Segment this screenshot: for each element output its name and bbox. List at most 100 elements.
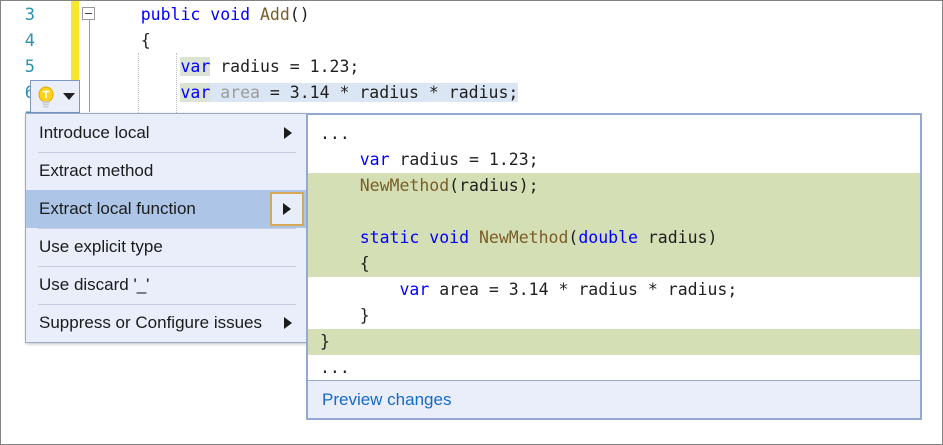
code-token: ...	[320, 358, 350, 377]
chevron-down-icon[interactable]	[63, 93, 75, 100]
preview-line-added: NewMethod(radius);	[308, 173, 920, 199]
code-line[interactable]: {	[101, 28, 151, 54]
menu-item-use-discard[interactable]: Use discard '_'	[26, 266, 306, 304]
chevron-right-icon	[284, 127, 292, 139]
outlining-vertical-line	[89, 17, 90, 112]
line-number: 5	[24, 57, 35, 77]
preview-code-area: ... var radius = 1.23; NewMethod(radius)…	[308, 115, 920, 384]
menu-separator	[38, 266, 296, 267]
menu-item-label: Extract local function	[39, 199, 196, 218]
preview-changes-link[interactable]: Preview changes	[322, 389, 452, 409]
preview-line-added: {	[308, 251, 920, 277]
code-token: radius	[667, 280, 728, 299]
chevron-right-icon	[283, 203, 291, 215]
code-token	[200, 5, 210, 24]
preview-line-added	[308, 199, 920, 225]
preview-line: var area = 3.14 * radius * radius;	[308, 277, 920, 303]
code-token: public	[140, 5, 201, 24]
line-number: 4	[24, 31, 35, 51]
code-token: =	[469, 150, 489, 169]
menu-separator	[38, 304, 296, 305]
code-token: 3.14	[289, 83, 330, 102]
line-number: 6	[1, 80, 35, 106]
code-token: (	[568, 228, 579, 247]
code-token: ;	[528, 150, 539, 169]
code-line[interactable]: public void Add()	[101, 2, 310, 28]
code-token	[210, 83, 221, 102]
chevron-right-icon	[284, 317, 292, 329]
code-token: void	[429, 228, 470, 247]
menu-item-introduce-local[interactable]: Introduce local	[26, 114, 306, 152]
code-token: );	[518, 176, 539, 195]
menu-item-extract-local-function[interactable]: Extract local function	[26, 190, 306, 228]
code-token: radius	[459, 176, 519, 195]
code-token: ;	[508, 83, 519, 102]
code-token: radius	[389, 150, 470, 169]
code-token: NewMethod	[478, 228, 569, 247]
code-token: *	[329, 83, 360, 102]
code-token: NewMethod	[359, 176, 450, 195]
code-token: double	[578, 228, 638, 247]
code-token: 1.23	[488, 150, 529, 169]
code-token: *	[418, 83, 449, 102]
menu-item-label: Use explicit type	[39, 237, 163, 256]
code-token	[320, 150, 360, 169]
code-token	[259, 83, 270, 102]
code-token: radius	[448, 83, 509, 102]
code-token: radius	[210, 57, 290, 76]
indent-guide	[138, 53, 139, 113]
code-token: 1.23	[309, 57, 350, 76]
unsaved-change-bar	[71, 1, 79, 112]
code-token: radius	[359, 83, 419, 102]
code-token: {	[320, 254, 370, 273]
code-token: 3.14	[508, 280, 549, 299]
code-token	[320, 280, 399, 299]
code-token: =	[289, 57, 310, 76]
quick-actions-preview-flyout: ... var radius = 1.23; NewMethod(radius)…	[306, 113, 922, 420]
code-token: }	[320, 332, 330, 351]
code-token	[419, 228, 429, 247]
code-token: *	[637, 280, 668, 299]
menu-item-extract-method[interactable]: Extract method	[26, 152, 306, 190]
preview-line-added: static void NewMethod(double radius)	[308, 225, 920, 251]
code-token: =	[488, 280, 509, 299]
code-token	[320, 228, 360, 247]
preview-line: ...	[308, 121, 920, 147]
code-token: ...	[320, 124, 350, 143]
code-token: =	[269, 83, 290, 102]
quick-actions-lightbulb-button[interactable]	[30, 80, 80, 113]
lightbulb-icon	[38, 86, 54, 107]
code-token	[101, 57, 180, 76]
line-number: 3	[24, 5, 35, 25]
preview-line: var radius = 1.23;	[308, 147, 920, 173]
menu-item-label: Extract method	[39, 161, 154, 180]
preview-line: }	[308, 303, 920, 329]
collapse-minus-icon[interactable]	[82, 7, 95, 20]
code-token: ;	[727, 280, 738, 299]
code-token	[101, 83, 180, 102]
code-line[interactable]: var area = 3.14 * radius * radius;	[101, 80, 519, 106]
code-token: *	[548, 280, 579, 299]
menu-separator	[38, 228, 296, 229]
submenu-expand-button[interactable]	[270, 192, 304, 226]
code-token: (	[449, 176, 460, 195]
code-token: radius	[578, 280, 638, 299]
code-token: var	[399, 280, 430, 299]
code-token: {	[101, 31, 151, 50]
code-token: var	[180, 57, 211, 76]
code-line[interactable]: var radius = 1.23;	[101, 54, 359, 80]
code-token	[469, 228, 479, 247]
code-token: ()	[289, 5, 310, 24]
preview-line-added: }	[308, 329, 920, 355]
menu-item-suppress-or-configure-issues[interactable]: Suppress or Configure issues	[26, 304, 306, 342]
code-token	[320, 176, 360, 195]
code-token: var	[180, 83, 211, 102]
menu-item-use-explicit-type[interactable]: Use explicit type	[26, 228, 306, 266]
preview-line: ...	[308, 355, 920, 381]
code-token: static	[359, 228, 420, 247]
code-token: void	[210, 5, 251, 24]
code-token: area	[429, 280, 489, 299]
code-token	[101, 5, 141, 24]
